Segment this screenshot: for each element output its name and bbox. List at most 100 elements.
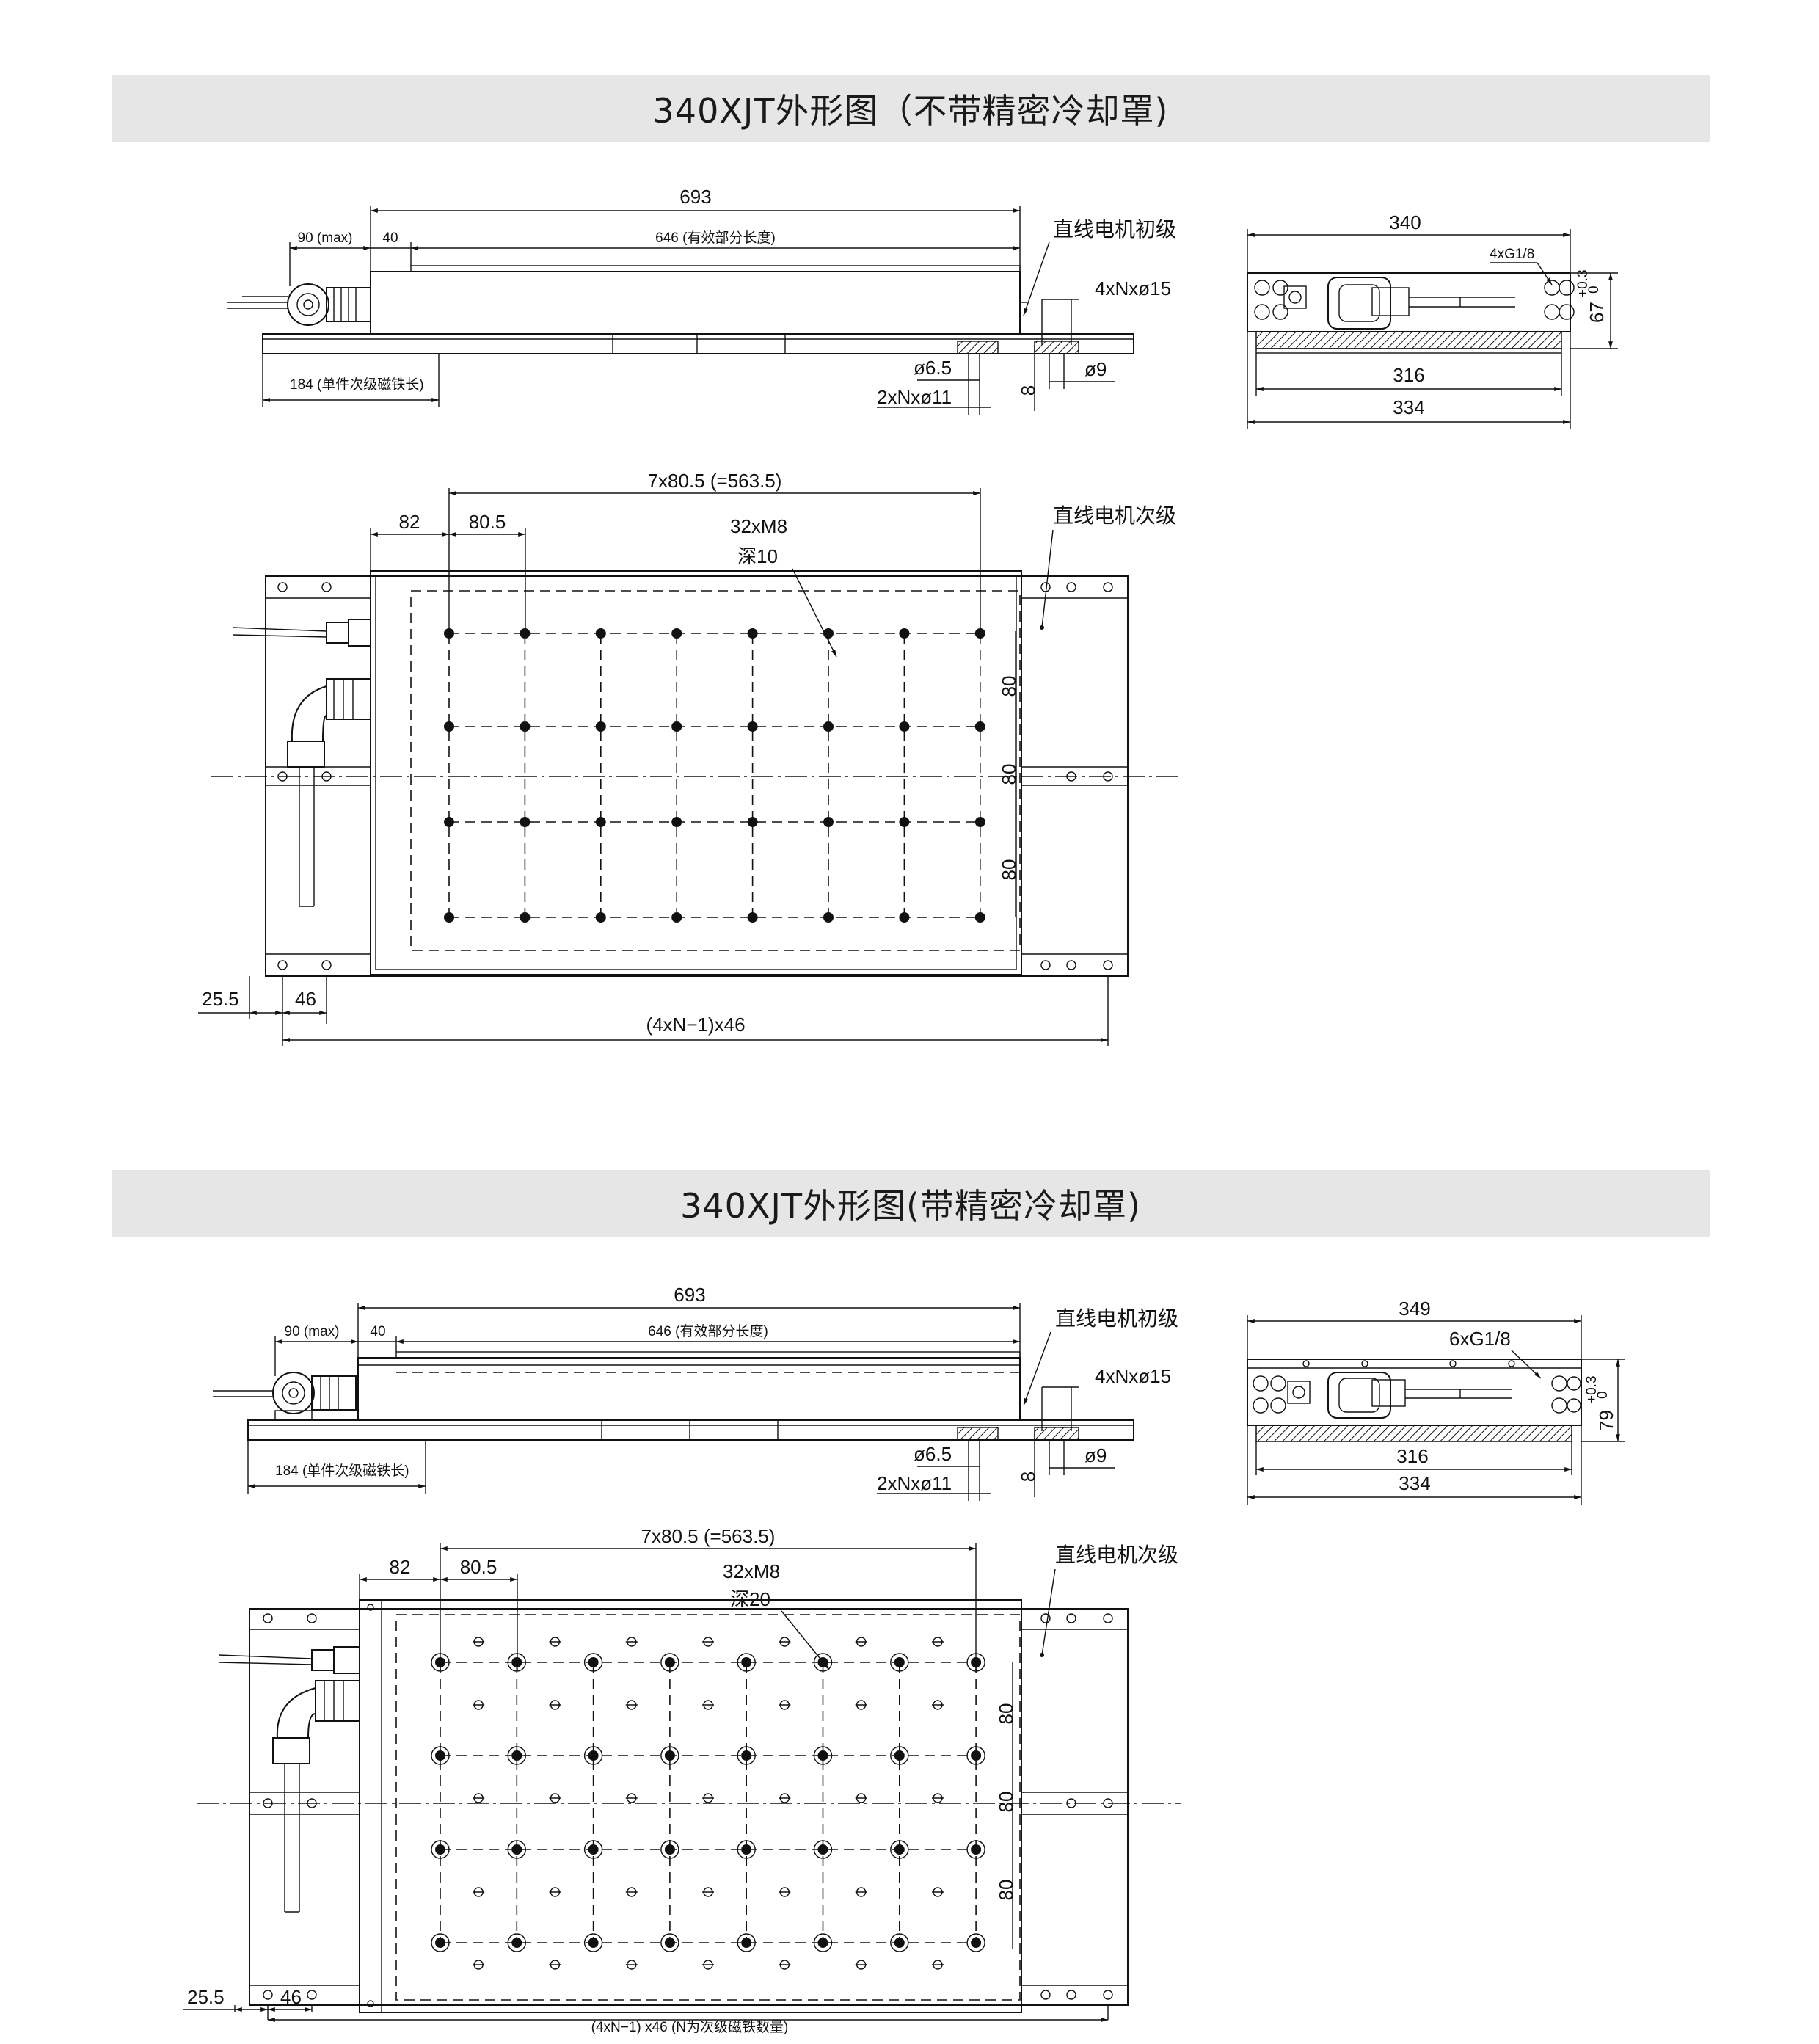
m8-hole-ring: [890, 1840, 909, 1859]
m8-hole: [664, 1844, 675, 1855]
s1-dim-max: 90 (max): [298, 230, 353, 246]
m8-hole: [444, 721, 454, 732]
m8-hole: [511, 1844, 522, 1855]
s2-top-dim-80b: 80: [995, 1792, 1017, 1813]
m8-hole: [671, 721, 682, 732]
s1-top-connectors: [233, 619, 371, 907]
m8-hole: [664, 1657, 675, 1667]
s1-top-dim-805: 80.5: [469, 511, 506, 533]
section2-title-bar: 340XJT外形图(带精密冷却罩): [112, 1170, 1710, 1237]
s2-end-view: 349 6xG1/8 79 +0.3 0 316 334: [1247, 1298, 1625, 1505]
s2-end-dim-349: 349: [1399, 1298, 1430, 1320]
m8-hole: [971, 1938, 982, 1948]
s2-top-secondary-base: [249, 1608, 1129, 2006]
m8-hole: [747, 817, 758, 827]
s2-side-connector: [213, 1372, 357, 1420]
m8-hole: [741, 1844, 752, 1855]
m8-hole: [817, 1938, 828, 1948]
m8-hole: [671, 817, 682, 827]
m8-hole: [435, 1938, 445, 1948]
s2-top-dim-80c: 80: [995, 1880, 1017, 1901]
s2-top-dim-82: 82: [390, 1556, 411, 1578]
m8-hole: [741, 1938, 752, 1948]
m8-hole: [511, 1938, 522, 1948]
s2-dim-total: 693: [674, 1284, 705, 1306]
m8-hole-ring: [966, 1933, 985, 1952]
m8-hole: [520, 721, 531, 732]
m8-hole: [823, 817, 834, 827]
m8-hole-ring: [660, 1746, 679, 1765]
s1-dim-total: 693: [679, 186, 711, 208]
s1-top-view: 7x80.5 (=563.5) 82 80.5 32xM8 深10 直线电机次级…: [198, 470, 1181, 1046]
s1-top-dim-total: (4xN−1)x46: [646, 1014, 745, 1036]
m8-hole-ring: [737, 1653, 756, 1672]
m8-hole: [747, 912, 758, 923]
m8-hole-ring: [813, 1933, 833, 1952]
s1-side-view: 693 90 (max) 40 646 (有效部分长度) 直线电机初级 4xNx…: [227, 186, 1176, 415]
m8-hole: [971, 1844, 982, 1855]
m8-hole: [588, 1938, 599, 1948]
s1-end-tol-up: +0.3: [1575, 269, 1591, 297]
m8-hole-ring: [966, 1746, 985, 1765]
s1-end-dim-340: 340: [1389, 211, 1421, 233]
section1-title: 340XJT外形图（不带精密冷却罩): [652, 91, 1169, 131]
s1-top-dim-255: 25.5: [202, 988, 239, 1010]
m8-hole: [974, 817, 985, 827]
m8-hole: [671, 628, 682, 639]
m8-hole-ring: [507, 1746, 526, 1765]
m8-hole-ring: [660, 1840, 679, 1859]
s2-dim-8: 8: [1017, 1472, 1039, 1482]
m8-hole-ring: [431, 1840, 450, 1859]
m8-hole: [899, 628, 910, 639]
m8-hole-ring: [890, 1933, 909, 1952]
m8-hole-ring: [583, 1840, 603, 1859]
s2-dim-max: 90 (max): [285, 1324, 340, 1339]
s1-dim-effective: 646 (有效部分长度): [655, 230, 776, 246]
s2-dim-d9: ø9: [1085, 1444, 1107, 1466]
section2-title: 340XJT外形图(带精密冷却罩): [680, 1186, 1141, 1226]
s1-dim-40: 40: [382, 230, 398, 246]
s1-label-secondary: 直线电机次级: [1053, 504, 1176, 527]
s1-top-dim-80a: 80: [998, 676, 1020, 697]
s1-end-dim-316: 316: [1393, 364, 1424, 386]
s1-top-dim-82: 82: [399, 511, 420, 533]
m8-hole: [974, 912, 985, 923]
m8-hole: [671, 912, 682, 923]
m8-hole: [894, 1844, 905, 1855]
m8-hole: [588, 1844, 599, 1855]
s2-top-dim-46: 46: [280, 1986, 302, 2008]
s2-end-dim-g: 6xG1/8: [1449, 1328, 1511, 1350]
s2-label-primary: 直线电机初级: [1055, 1307, 1178, 1330]
s2-top-connectors: [218, 1646, 360, 1913]
m8-hole: [823, 721, 834, 732]
m8-hole: [894, 1750, 905, 1761]
m8-hole: [435, 1844, 445, 1855]
s1-mounting-holes: [277, 582, 1113, 970]
s2-top-dim-depth: 深20: [730, 1588, 770, 1610]
s1-hole-grid: [444, 628, 985, 923]
s2-side-motor-body: [357, 1357, 1021, 1421]
s2-hole-grid: [431, 1637, 985, 1970]
m8-hole: [444, 817, 454, 827]
s1-end-tol-low: 0: [1586, 285, 1602, 294]
m8-hole: [741, 1750, 752, 1761]
s1-end-view: 340 4xG1/8 67 +0.3 0 316 334: [1247, 211, 1618, 429]
s1-top-dim-m8: 32xM8: [730, 515, 787, 537]
m8-hole: [899, 817, 910, 827]
s2-end-dim-334: 334: [1399, 1472, 1430, 1494]
s2-dim-d65: ø6.5: [914, 1443, 952, 1465]
s1-end-dim-67: 67: [1586, 302, 1608, 323]
s1-dim-8: 8: [1017, 385, 1039, 396]
m8-hole-ring: [660, 1933, 679, 1952]
m8-hole: [520, 912, 531, 923]
m8-hole-ring: [890, 1653, 909, 1672]
s1-label-primary: 直线电机初级: [1053, 218, 1176, 241]
m8-hole: [899, 912, 910, 923]
s2-end-dim-79: 79: [1595, 1410, 1617, 1431]
s2-side-base-plate: [247, 1419, 1134, 1441]
m8-hole: [664, 1750, 675, 1761]
s2-end-dim-316: 316: [1396, 1445, 1428, 1467]
m8-hole: [894, 1657, 905, 1667]
s1-side-connector: [227, 283, 371, 326]
s1-top-dim-pitch: 7x80.5 (=563.5): [648, 470, 782, 492]
